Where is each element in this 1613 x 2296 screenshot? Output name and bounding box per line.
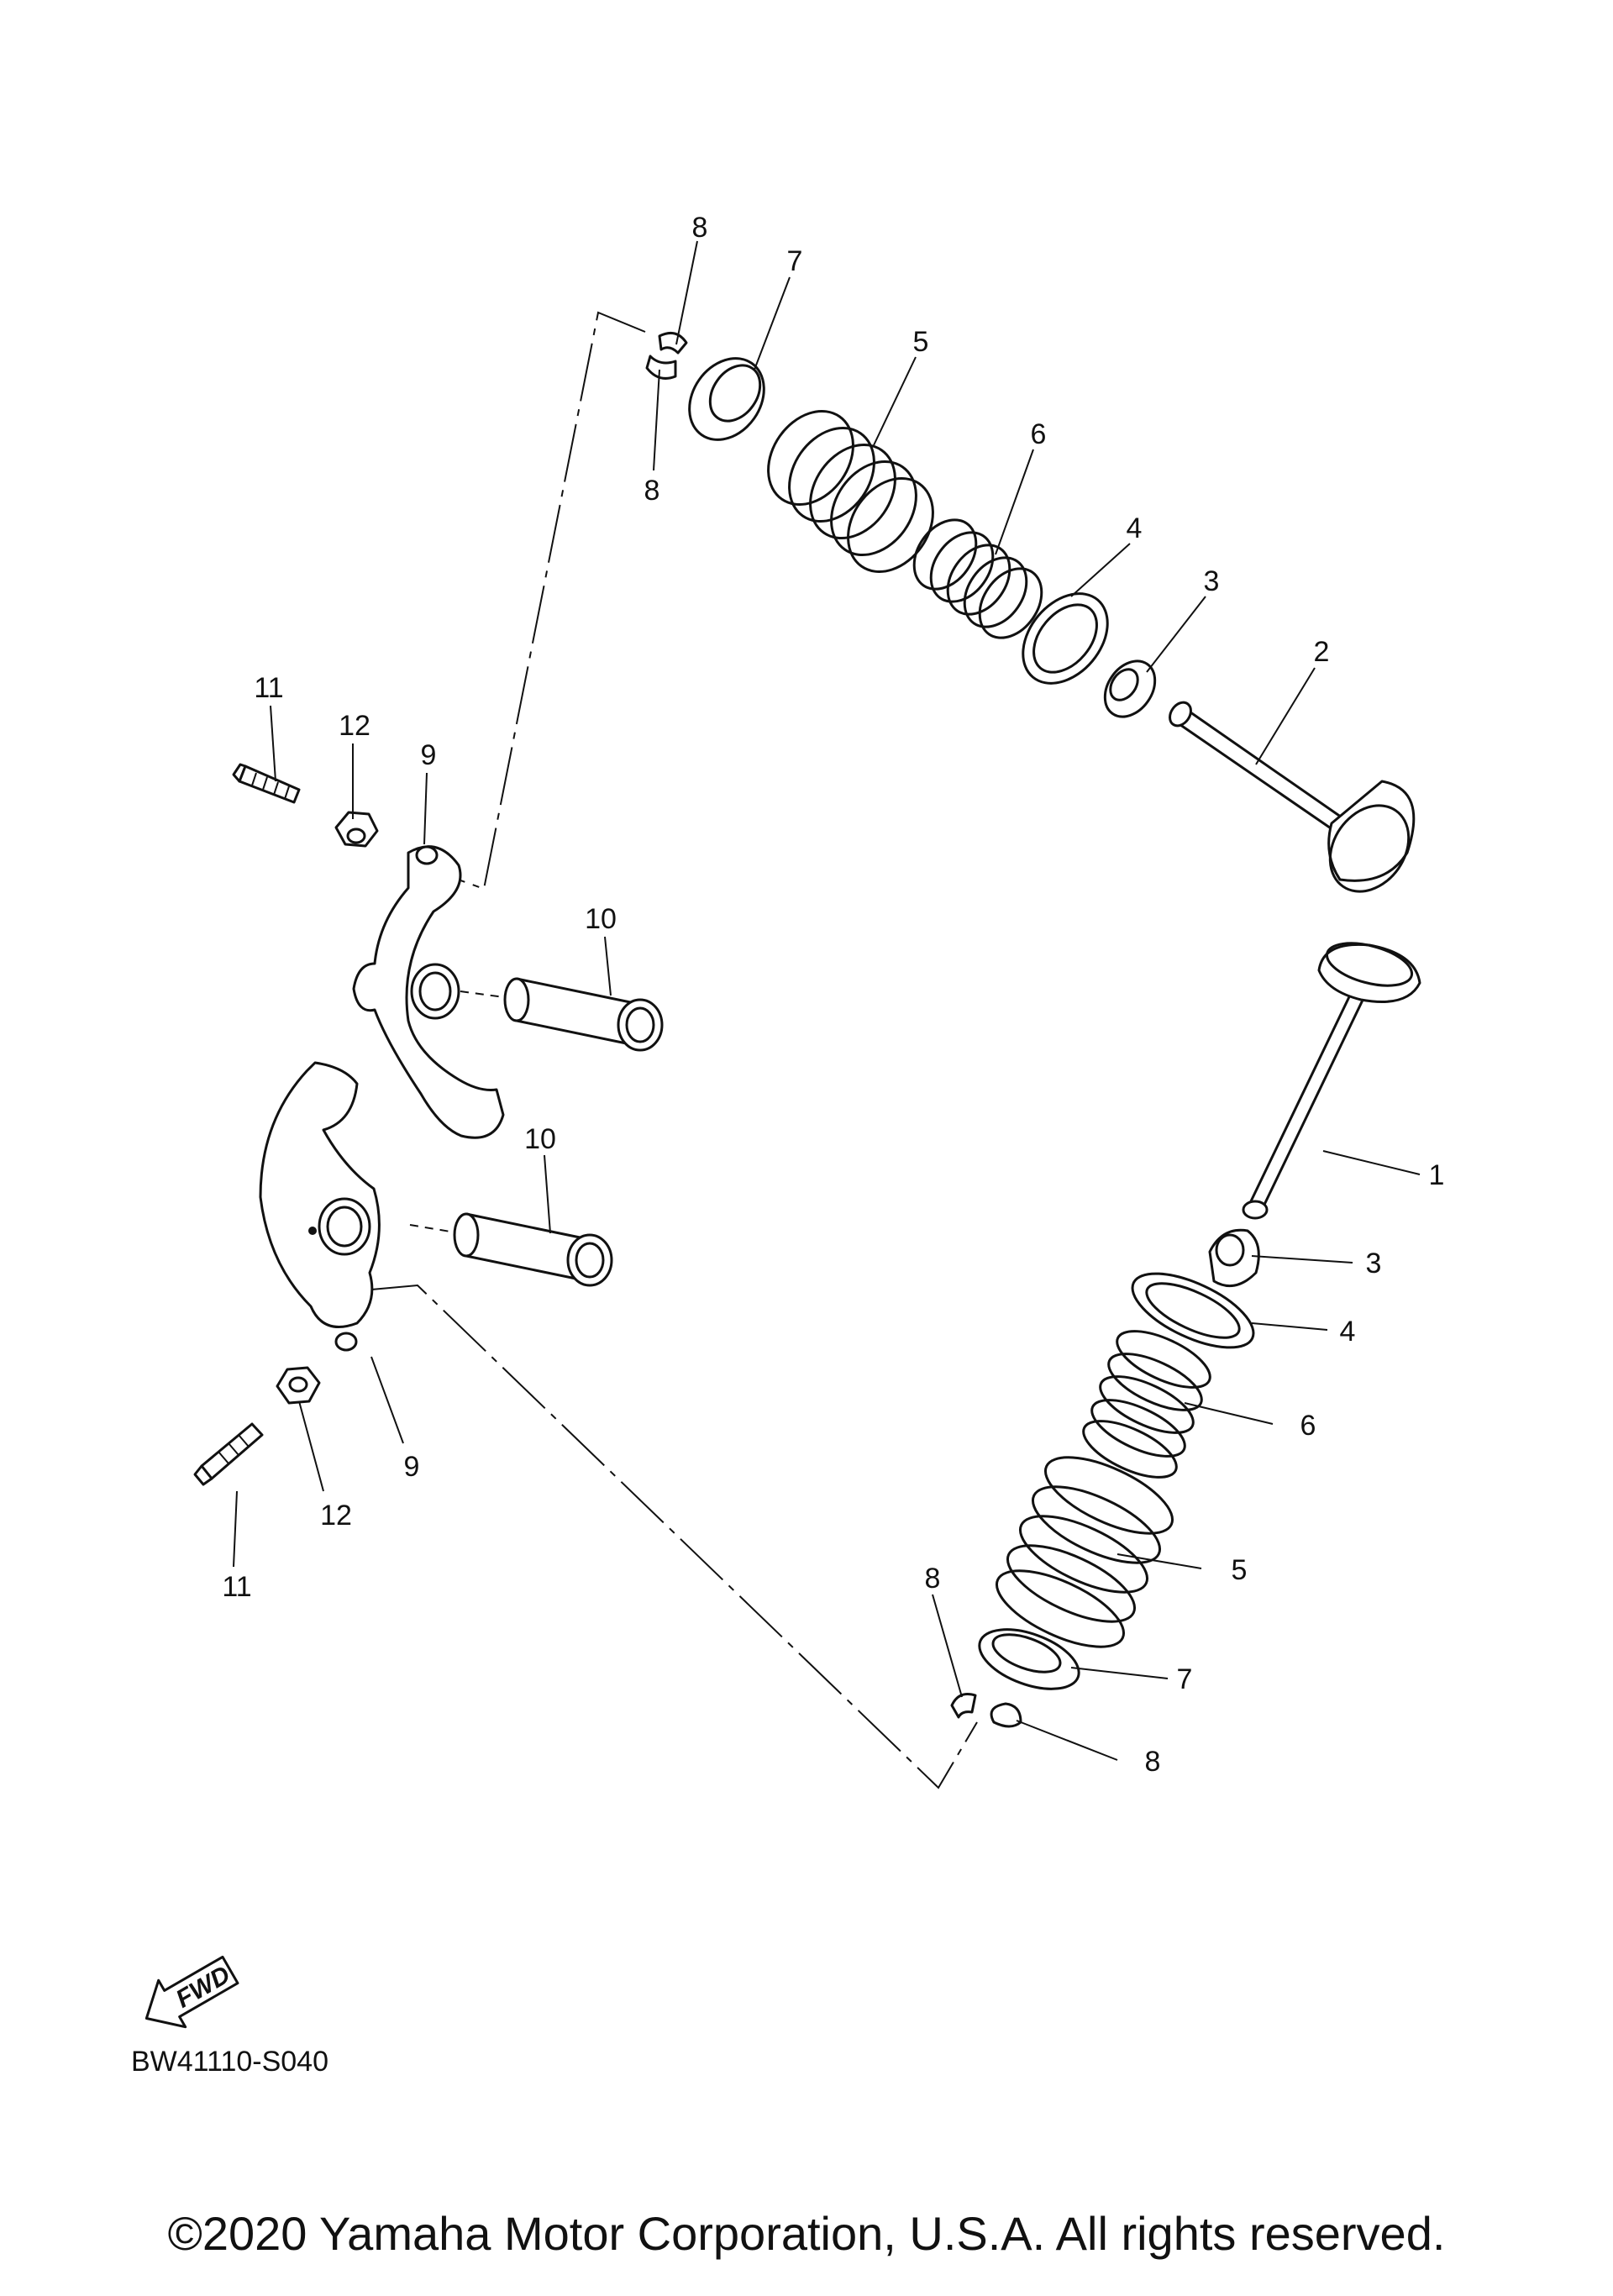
valve-bottom (1242, 942, 1421, 1220)
spring-retainer-bottom (978, 1628, 1080, 1690)
spring-seat-top (1022, 592, 1109, 685)
rocker-shaft-bottom (453, 1212, 613, 1287)
adjusting-screw-top (232, 763, 301, 804)
spring-retainer-top (688, 357, 765, 441)
spring-seat-bottom (1131, 1272, 1255, 1349)
rocker-arm-bottom (259, 1061, 381, 1352)
callout-9: 9 (404, 1451, 420, 1483)
callout-8: 8 (1145, 1746, 1161, 1778)
outer-valve-spring-top (767, 409, 934, 574)
callout-7: 7 (1177, 1663, 1193, 1695)
outer-valve-spring-bottom (995, 1456, 1174, 1648)
callout-6: 6 (1300, 1410, 1316, 1442)
callout-12: 12 (320, 1500, 352, 1532)
callout-3: 3 (1366, 1248, 1382, 1279)
callout-4: 4 (1340, 1316, 1356, 1348)
callout-12: 12 (339, 710, 370, 742)
adjusting-screw-bottom (193, 1422, 264, 1486)
callout-8: 8 (692, 212, 708, 244)
assembly-lines (370, 311, 978, 1789)
callout-7: 7 (787, 245, 803, 277)
callout-10: 10 (524, 1123, 556, 1155)
fwd-arrow-icon: FWD (144, 1955, 239, 2029)
copyright-notice: ©2020 Yamaha Motor Corporation, U.S.A. A… (167, 2207, 1446, 2260)
callout-5: 5 (1232, 1554, 1248, 1586)
callout-2: 2 (1314, 636, 1330, 668)
locknut-top (334, 811, 379, 848)
valve-top (1169, 701, 1416, 893)
rocker-shaft-top (503, 977, 664, 1052)
diagram-code: BW41110-S040 (131, 2046, 328, 2078)
callout-8: 8 (925, 1563, 941, 1595)
callout-4: 4 (1127, 512, 1143, 544)
inner-valve-spring-bottom (1082, 1330, 1211, 1479)
callout-9: 9 (421, 739, 437, 771)
rocker-arm-top (352, 845, 505, 1139)
callout-11: 11 (222, 1571, 251, 1603)
callout-1: 1 (1429, 1159, 1445, 1191)
locknut-bottom (276, 1366, 321, 1405)
valve-cotter-top-upper (658, 331, 688, 355)
valve-cotter-bottom-left (950, 1693, 977, 1719)
callout-10: 10 (585, 903, 617, 935)
valve-stem-seal-bottom (1208, 1228, 1260, 1288)
valve-cotter-bottom-right (990, 1702, 1022, 1728)
callout-8: 8 (644, 475, 660, 507)
callout-11: 11 (254, 672, 283, 704)
callout-6: 6 (1031, 418, 1047, 450)
leader-lines (233, 240, 1421, 1761)
callout-5: 5 (913, 326, 929, 358)
callout-3: 3 (1204, 565, 1220, 597)
inner-valve-spring-top (912, 518, 1043, 639)
valve-cotter-top-lower (645, 355, 677, 380)
valve-stem-seal-top (1103, 659, 1157, 718)
